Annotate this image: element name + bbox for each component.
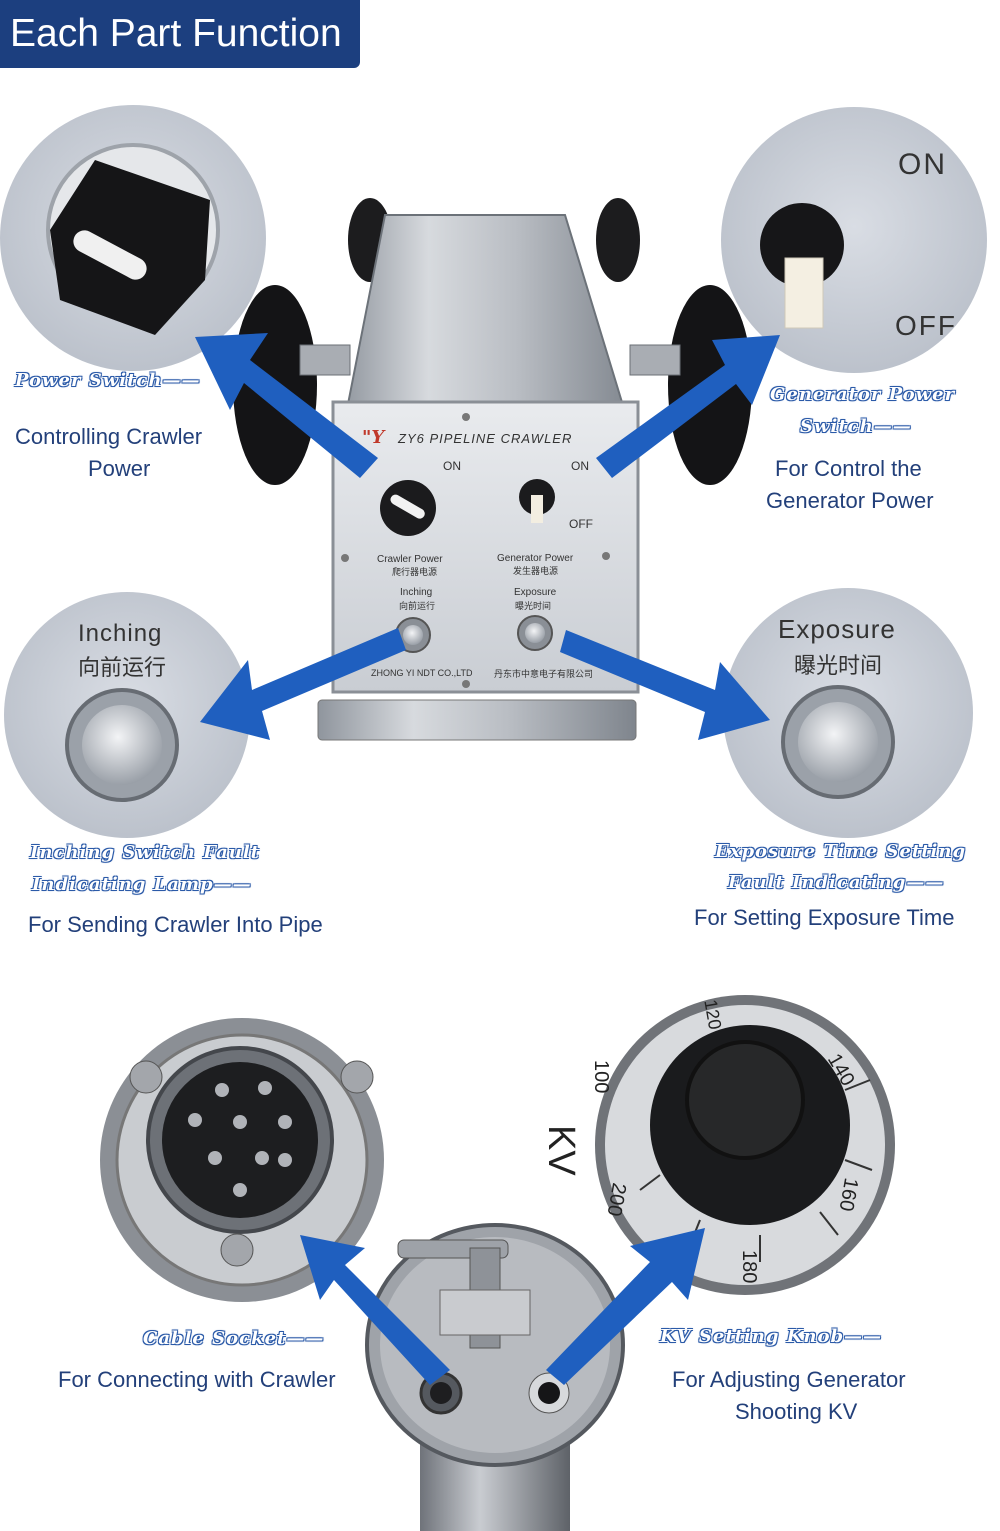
zoom-inching-en: Inching (78, 620, 163, 647)
power-switch-desc-2: Power (88, 456, 151, 481)
zoom-kv-knob (595, 995, 895, 1295)
crawler-handle (317, 699, 637, 741)
zoom-exposure-cn: 曝光时间 (794, 653, 883, 678)
screw-icon (129, 1060, 163, 1094)
panel-exposure: Exposure (514, 587, 557, 598)
socket-icon (162, 1062, 318, 1218)
zoom-power-switch (0, 105, 266, 371)
kv-tick-180: 180 (738, 1250, 760, 1284)
brand-logo: "Y (362, 427, 386, 448)
panel-generator-power: Generator Power (497, 553, 574, 564)
kv-unit: KV (540, 1125, 582, 1176)
arrow-cable-socket (300, 1235, 450, 1385)
arrow-kv-knob (546, 1228, 705, 1385)
generator-switch-desc-1: For Control the (775, 456, 922, 481)
panel-exposure-cn: 曝光时间 (515, 601, 552, 611)
zoom-off-label: OFF (895, 310, 957, 341)
zoom-on-label: ON (898, 148, 947, 181)
panel-off-right: OFF (569, 517, 593, 531)
cable-socket-title: Cable Socket—— (143, 1328, 325, 1349)
inching-title-2: Indicating Lamp—— (32, 874, 252, 895)
cable-socket-desc: For Connecting with Crawler (58, 1367, 336, 1392)
exposure-title-1: Exposure Time Setting (715, 841, 967, 862)
panel-crawler-power: Crawler Power (377, 554, 443, 565)
section-header: Each Part Function (0, 0, 360, 68)
callout-arrows (195, 333, 780, 1385)
exposure-title-2: Fault Indicating—— (728, 872, 945, 893)
panel-generator-power-cn: 发生器电源 (513, 566, 559, 576)
panel-inching-cn: 向前运行 (399, 601, 436, 611)
screw-icon (340, 1060, 374, 1094)
panel-model: ZY6 PIPELINE CRAWLER (398, 431, 573, 446)
arrow-generator-switch (596, 335, 780, 478)
zoom-exposure (723, 588, 973, 838)
panel-inching: Inching (400, 587, 433, 598)
zoom-cable-socket (100, 1018, 384, 1302)
x-ray-generator (365, 1223, 625, 1531)
screw-icon (220, 1233, 254, 1267)
generator-switch-desc-2: Generator Power (766, 488, 934, 513)
arrow-inching (200, 628, 406, 740)
generator-switch-title-2: Switch—— (800, 416, 912, 437)
rear-right-wheel (596, 198, 640, 282)
section-title: Each Part Function (10, 12, 342, 55)
arrow-power-switch (195, 333, 378, 478)
panel-maker: ZHONG YI NDT CO.,LTD (371, 668, 473, 678)
kv-knob-desc-1: For Adjusting Generator (672, 1367, 906, 1392)
knob-icon (50, 160, 210, 335)
power-switch-desc-1: Controlling Crawler (15, 424, 203, 449)
arrow-exposure (560, 630, 770, 740)
zoom-inching (4, 592, 250, 838)
power-switch-title: Power Switch—— (15, 370, 201, 391)
kv-knob-title: KV Setting Knob—— (660, 1326, 883, 1347)
pipeline-crawler: "Y (233, 198, 752, 741)
panel-crawler-power-cn: 爬行器电源 (392, 567, 438, 577)
inching-desc: For Sending Crawler Into Pipe (28, 912, 323, 937)
panel-on-right: ON (571, 459, 589, 473)
inching-title-1: Inching Switch Fault (30, 842, 260, 863)
exposure-desc: For Setting Exposure Time (694, 905, 955, 930)
kv-tick-100: 100 (590, 1060, 612, 1094)
zoom-exposure-en: Exposure (778, 614, 896, 644)
zoom-generator-switch (721, 107, 987, 373)
zoom-inching-cn: 向前运行 (78, 655, 167, 680)
panel-maker-cn: 丹东市中意电子有限公司 (494, 669, 594, 679)
generator-switch-title-1: Generator Power (770, 384, 956, 405)
kv-knob-desc-2: Shooting KV (735, 1399, 858, 1424)
panel-on-left: ON (443, 459, 461, 473)
